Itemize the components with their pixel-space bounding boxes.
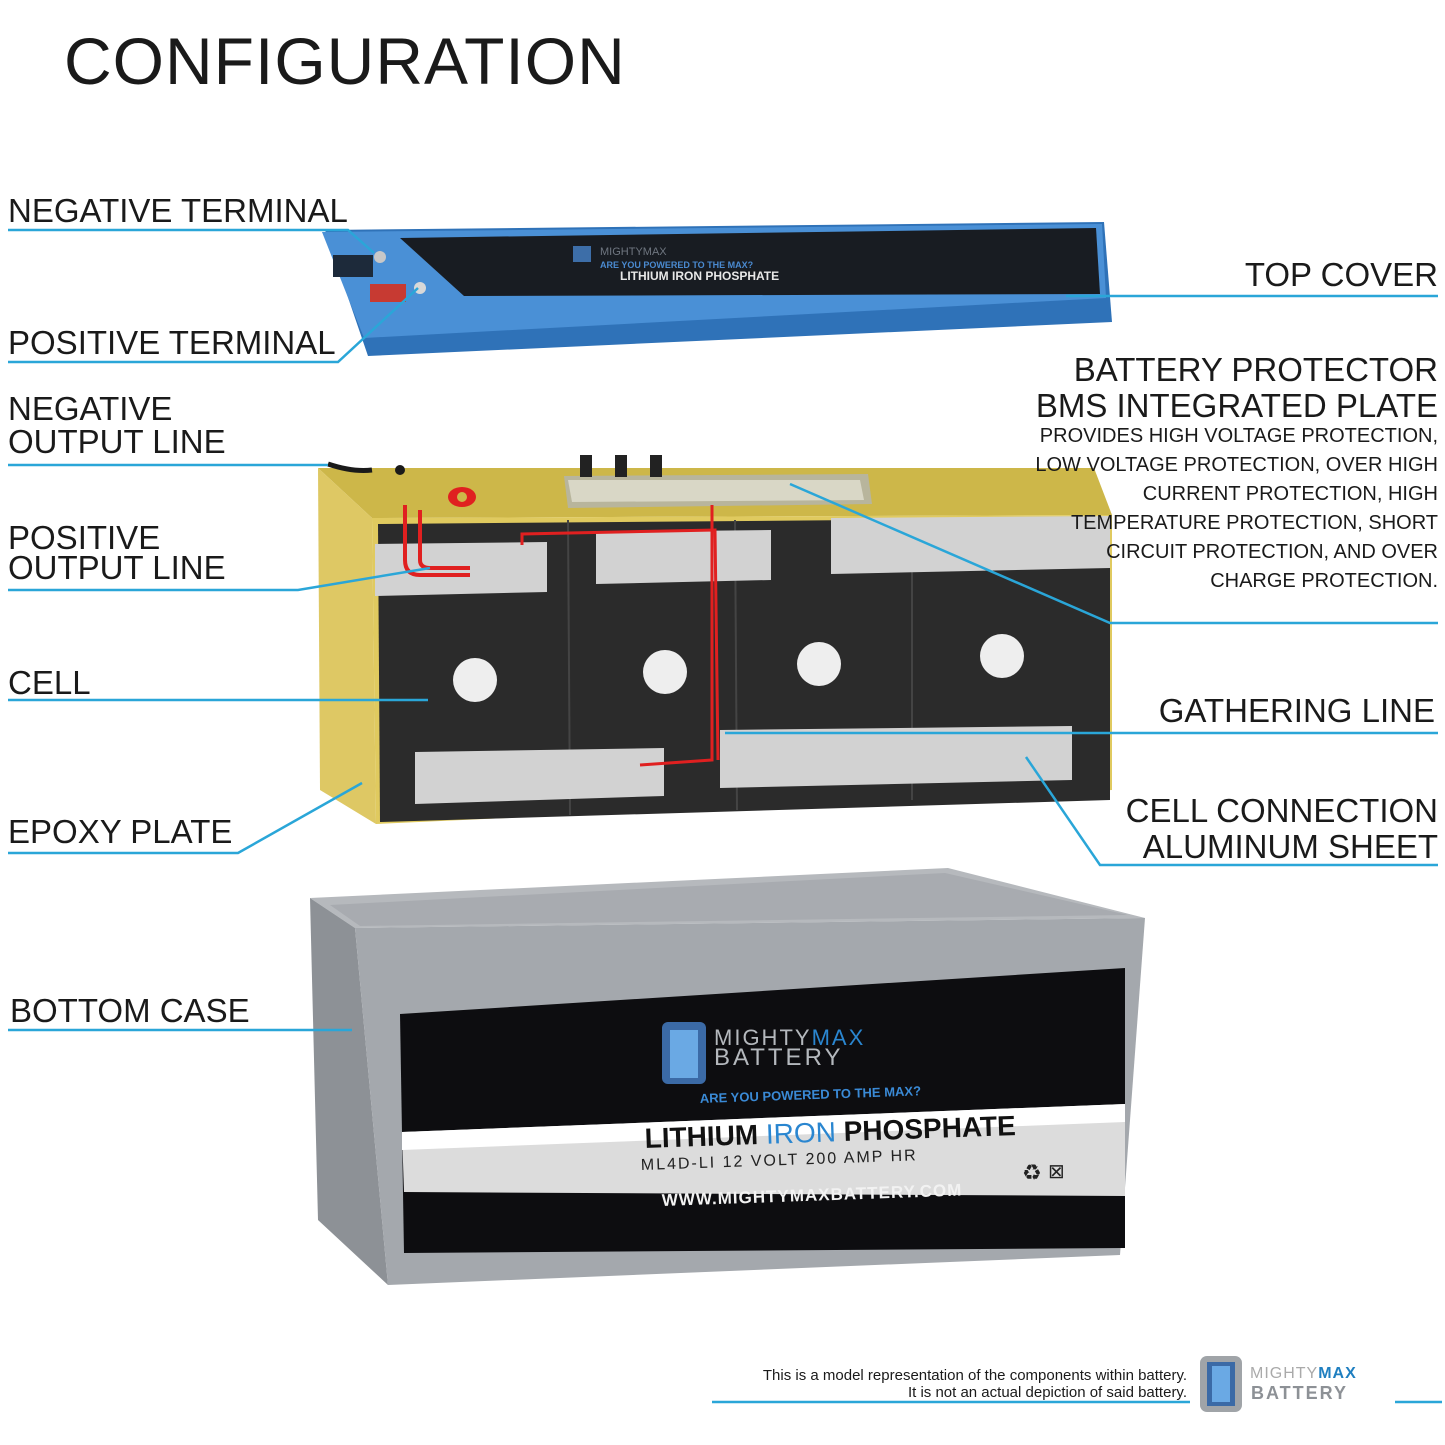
- top-cover-graphic: MIGHTYMAX ARE YOU POWERED TO THE MAX? LI…: [322, 222, 1112, 356]
- label-positive-output-line: POSITIVE OUTPUT LINE: [8, 519, 226, 586]
- recycle-icon: ♻: [1022, 1160, 1042, 1185]
- lid-brand-text: MIGHTYMAX: [600, 246, 667, 258]
- footer-brand-bottom: BATTERY: [1251, 1383, 1348, 1403]
- leader-lines: [8, 228, 1442, 1404]
- footer-brand-top: MIGHTYMAX: [1250, 1365, 1357, 1382]
- label-gathering-line: GATHERING LINE: [1158, 692, 1435, 729]
- case-chem-line: LITHIUM IRON PHOSPHATE: [644, 1110, 1016, 1154]
- case-brand-1: MIGHTYMAX: [714, 1025, 865, 1050]
- disclaimer: This is a model representation of the co…: [762, 1367, 1187, 1401]
- negative-terminal-post: [333, 255, 373, 277]
- lid-tagline: ARE YOU POWERED TO THE MAX?: [600, 260, 753, 270]
- lid-chem-text: LITHIUM IRON PHOSPHATE: [620, 269, 779, 283]
- page-title: CONFIGURATION: [64, 24, 626, 98]
- label-negative-terminal: NEGATIVE TERMINAL: [8, 192, 348, 229]
- case-brand-2: BATTERY: [714, 1044, 843, 1071]
- positive-terminal-post: [370, 284, 406, 302]
- label-positive-terminal: POSITIVE TERMINAL: [8, 324, 336, 361]
- label-top-cover: TOP COVER: [1244, 256, 1438, 293]
- footer-battery-icon: [1200, 1356, 1242, 1412]
- bottom-case-graphic: MIGHTYMAX BATTERY ARE YOU POWERED TO THE…: [310, 868, 1145, 1285]
- label-bottom-case: BOTTOM CASE: [10, 992, 250, 1029]
- cell-pack-graphic: [318, 455, 1112, 824]
- label-cell-connection: CELL CONNECTION ALUMINUM SHEET: [1125, 792, 1438, 865]
- label-epoxy-plate: EPOXY PLATE: [8, 813, 233, 850]
- label-bms: BATTERY PROTECTOR BMS INTEGRATED PLATE: [1035, 351, 1438, 424]
- no-trash-icon: ⊠: [1048, 1161, 1065, 1183]
- label-negative-output-line: NEGATIVE OUTPUT LINE: [8, 390, 226, 460]
- bms-description: PROVIDES HIGH VOLTAGE PROTECTION, LOW VO…: [1035, 425, 1438, 592]
- label-cell: CELL: [8, 664, 91, 701]
